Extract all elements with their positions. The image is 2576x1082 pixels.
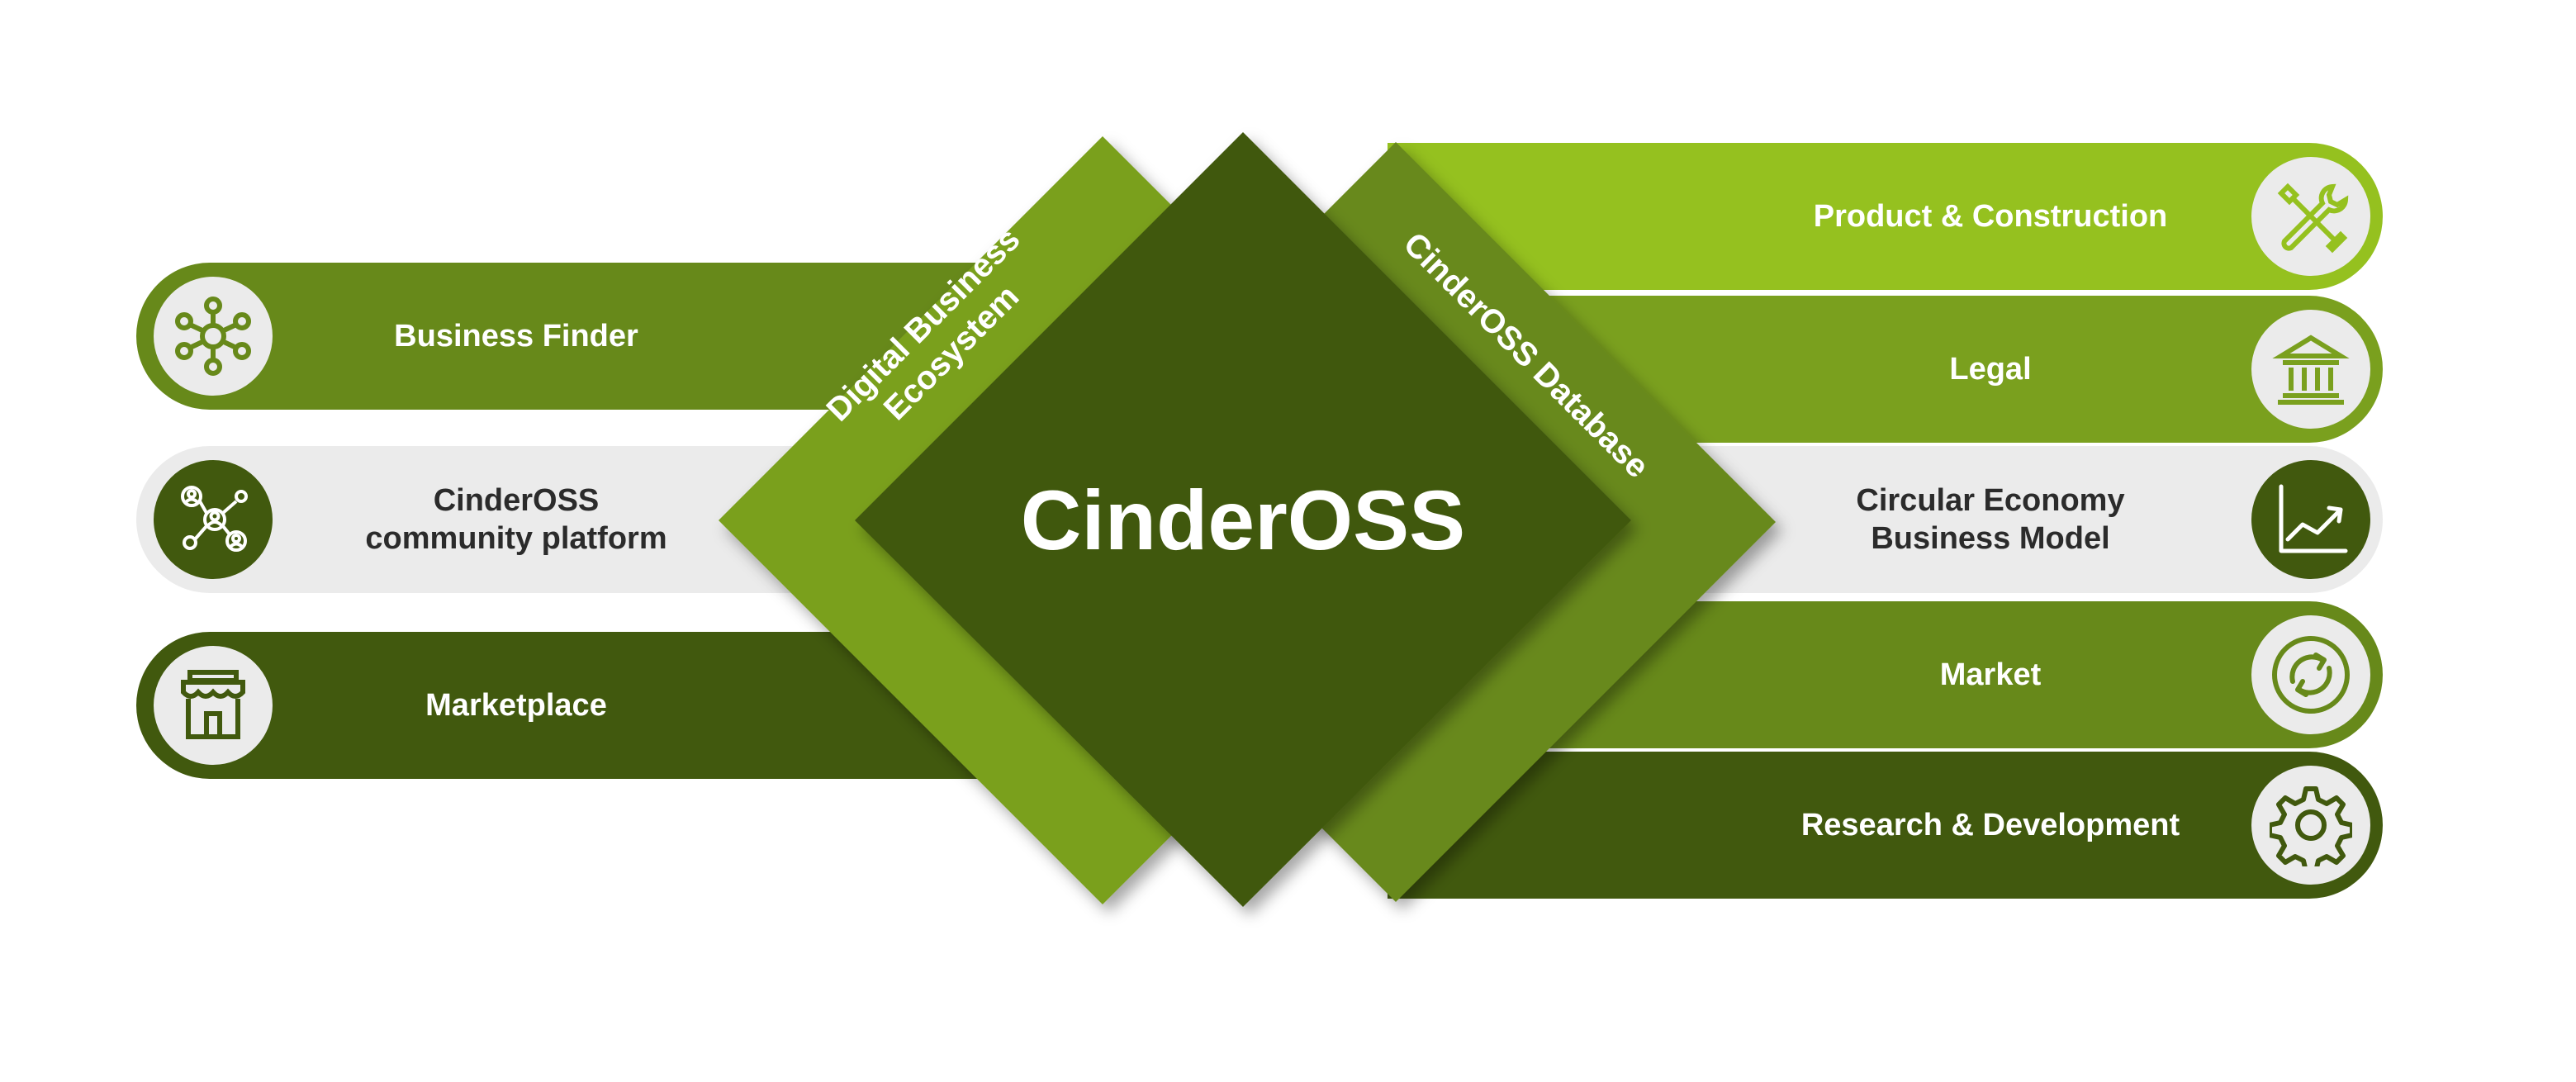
research-development-pill xyxy=(1388,752,2383,899)
market-circle xyxy=(2251,615,2370,734)
marketplace-circle xyxy=(154,646,273,765)
recycle-arrows-icon xyxy=(2272,636,2350,714)
courthouse-icon xyxy=(2272,335,2350,405)
product-construction-label: Product & Construction xyxy=(1813,199,2168,234)
community-platform-circle xyxy=(154,460,273,579)
business-finder-circle xyxy=(154,277,273,396)
storefront-icon xyxy=(181,670,245,739)
business-finder-label: Business Finder xyxy=(394,319,638,354)
legal-label: Legal xyxy=(1949,352,2032,387)
legal-circle xyxy=(2251,310,2370,429)
growth-chart-icon xyxy=(2279,484,2348,553)
circular-economy-circle xyxy=(2251,460,2370,579)
circular-economy-label: Circular Economy Business Model xyxy=(1856,483,2125,556)
research-development-label: Research & Development xyxy=(1800,808,2180,842)
community-platform-label: CinderOSS community platform xyxy=(365,483,667,556)
tools-wrench-screwdriver-icon xyxy=(2277,183,2349,254)
center-diamond xyxy=(855,132,1631,907)
marketplace-label: Marketplace xyxy=(425,688,607,723)
product-construction-pill xyxy=(1388,143,2383,290)
community-users-icon xyxy=(181,486,248,552)
product-construction-circle xyxy=(2251,157,2370,276)
research-development-circle xyxy=(2251,766,2370,885)
network-hub-icon xyxy=(175,297,251,376)
gear-icon xyxy=(2270,786,2352,866)
center-title: CinderOSS xyxy=(1020,473,1466,567)
market-label: Market xyxy=(1939,657,2042,692)
